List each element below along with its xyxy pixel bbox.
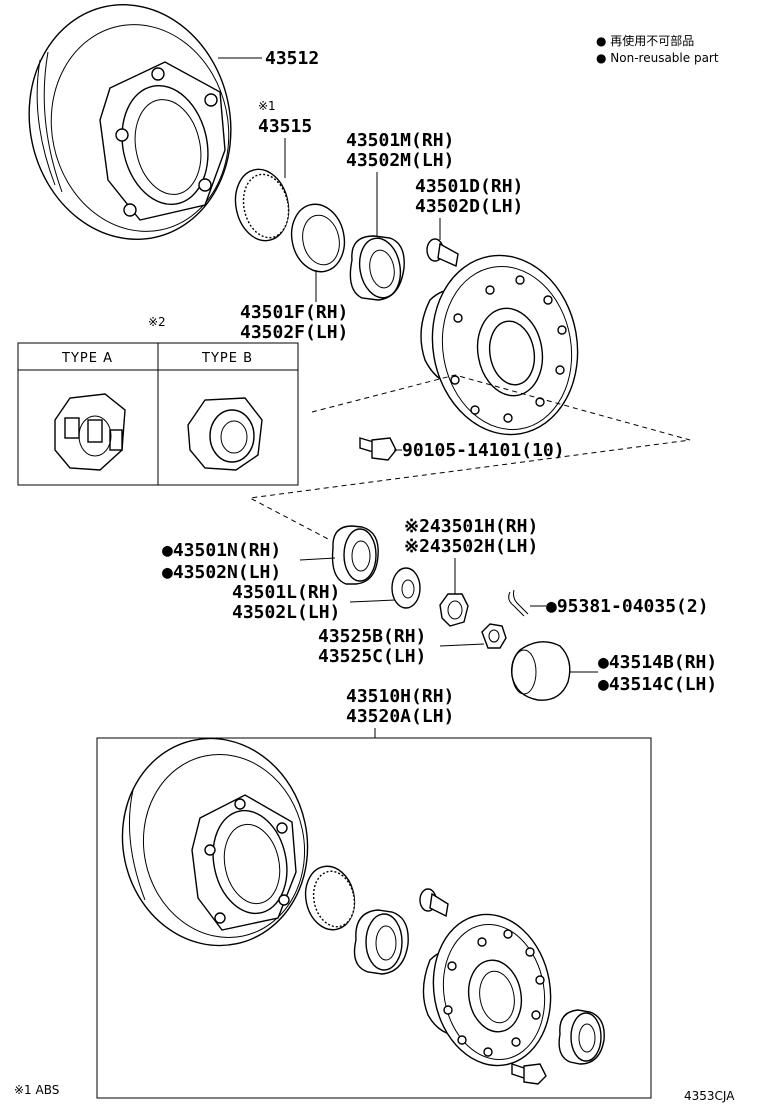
bearing-assembly	[353, 909, 409, 975]
part-number-43502F: 43502F(LH)	[240, 322, 348, 343]
nut-type-box	[17, 342, 299, 486]
part-number-43501D: 43501D(RH)	[415, 176, 523, 197]
part-number-43501M: 43501M(RH)	[346, 130, 454, 151]
part-number-43515: 43515	[258, 116, 312, 137]
outer-bearing-assembly	[558, 1009, 605, 1065]
part-number-43502L: 43502L(LH)	[232, 602, 340, 623]
part-number-43502D: 43502D(LH)	[415, 196, 523, 217]
diagram-code: 4353CJA	[684, 1089, 735, 1103]
part-number-43514C: ●43514C(LH)	[598, 674, 717, 695]
nut-43501H	[439, 593, 469, 627]
brake-disc-assembly	[121, 737, 309, 947]
brake-disc-43512	[28, 4, 232, 240]
part-number-43502H: ※243502H(LH)	[404, 536, 538, 557]
cotter-pin-95381	[508, 589, 529, 617]
part-number-43520A: 43520A(LH)	[346, 706, 454, 727]
abs-ring-assembly	[304, 865, 356, 931]
hub-bolt-43501D	[426, 238, 459, 268]
part-number-43525B: 43525B(RH)	[318, 626, 426, 647]
part-number-43501L: 43501L(RH)	[232, 582, 340, 603]
part-number-43512: 43512	[265, 48, 319, 69]
washer-43501L	[391, 567, 421, 609]
leader-43501N	[299, 557, 336, 561]
part-number-43510H: 43510H(RH)	[346, 686, 454, 707]
part-number-43501N: ●43501N(RH)	[162, 540, 281, 561]
note-mark-1: ※1	[258, 99, 276, 113]
part-number-43514B: ●43514B(RH)	[598, 652, 717, 673]
abs-sensor-ring-43515	[234, 168, 290, 242]
grease-cap-43514B	[510, 641, 571, 701]
oil-seal-43501F	[290, 203, 346, 273]
bolt-assembly	[511, 1063, 547, 1085]
part-number-43501H: ※243501H(RH)	[404, 516, 538, 537]
type-b-label: TYPE B	[201, 351, 253, 366]
bolt-90105	[359, 437, 397, 461]
leader-43525B	[439, 643, 485, 647]
part-number-43502M: 43502M(LH)	[346, 150, 454, 171]
part-number-43501F: 43501F(RH)	[240, 302, 348, 323]
legend-nonreusable-en: ● Non-reusable part	[596, 51, 719, 65]
type-a-label: TYPE A	[61, 351, 113, 366]
legend-nonreusable-jp: ● 再使用不可部品	[596, 33, 694, 48]
part-number-43502N: ●43502N(LH)	[162, 562, 281, 583]
assembly-box	[96, 737, 652, 1099]
assembly-dashed-line	[248, 374, 691, 541]
axle-hub-assembly	[422, 913, 552, 1067]
part-number-95381: ●95381-04035(2)	[546, 596, 709, 617]
bearing-43501N	[331, 525, 379, 585]
note-mark-2: ※2	[148, 315, 166, 329]
axle-hub	[420, 254, 579, 436]
nut-lock-43525B	[481, 623, 507, 649]
part-number-43525C: 43525C(LH)	[318, 646, 426, 667]
part-number-90105: 90105-14101(10)	[402, 440, 565, 461]
castle-nut-type-a	[54, 393, 126, 471]
footer-note-abs: ※1 ABS	[14, 1083, 59, 1097]
lock-nut-type-b	[187, 397, 263, 471]
leader-43501L	[349, 599, 396, 603]
hub-bolt-assembly	[419, 888, 449, 918]
bearing-43501M	[349, 235, 405, 301]
